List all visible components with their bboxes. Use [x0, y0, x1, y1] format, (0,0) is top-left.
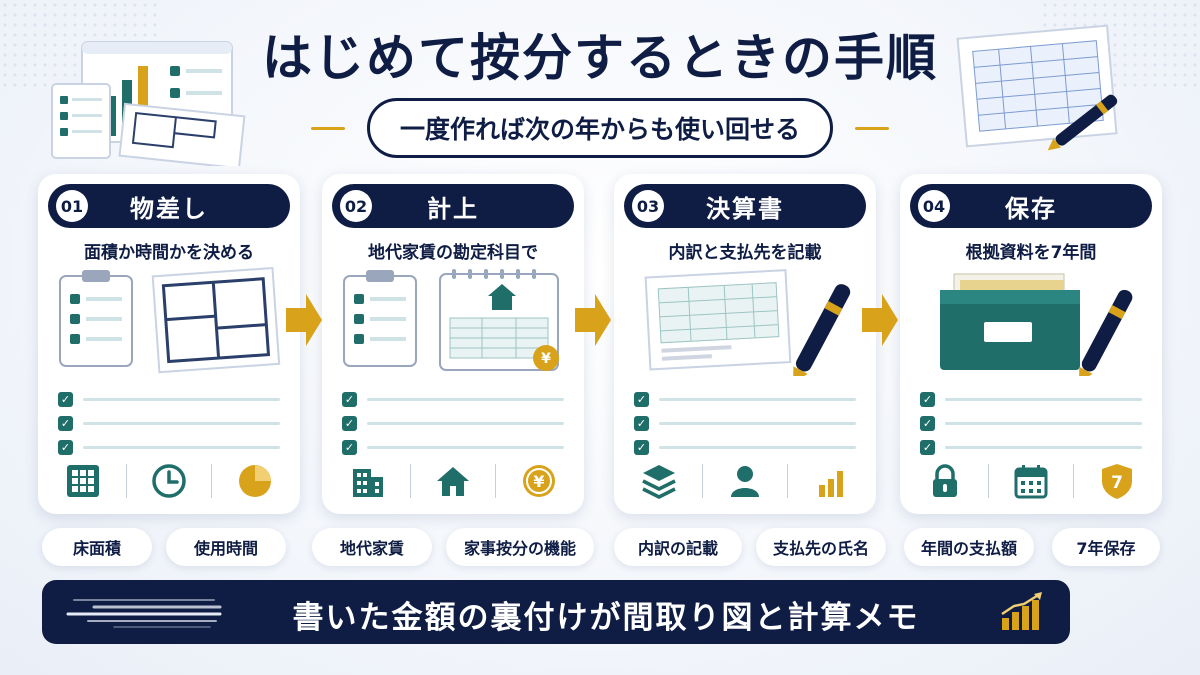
- subtitle: 一度作れば次の年からも使い回せる: [366, 98, 833, 158]
- step-number: 03: [632, 190, 664, 222]
- page-title: はじめて按分するときの手順: [262, 29, 938, 87]
- step-number: 04: [918, 190, 950, 222]
- dashboard-floorplan-illustration: [51, 41, 246, 166]
- checklist: ✓ ✓ ✓: [342, 388, 564, 460]
- keyword-pill: 地代家賃: [312, 528, 432, 566]
- grid-icon: [67, 465, 100, 497]
- step-number: 02: [340, 190, 372, 222]
- subtitle-line-left: [310, 126, 345, 130]
- icon-row: 7: [914, 458, 1148, 504]
- subtitle-row: 一度作れば次の年からも使い回せる: [0, 98, 1200, 158]
- keyword-pill: 7年保存: [1052, 528, 1160, 566]
- lock-icon: [933, 464, 958, 497]
- step-title: 決算書: [706, 194, 784, 223]
- step-title: 計上: [427, 194, 479, 223]
- keyword-pill: 支払先の氏名: [756, 528, 886, 566]
- checklist: ✓ ✓ ✓: [58, 388, 280, 460]
- step-description: 内訳と支払先を記載: [668, 243, 822, 263]
- step-card-4: 04 保存 根拠資料を7年間 ✓ ✓ ✓: [900, 174, 1162, 514]
- check-icon: ✓: [58, 391, 73, 407]
- clipboard-floorplan-illustration: [59, 267, 281, 374]
- arrow-right-icon: [286, 294, 322, 346]
- yen-label: ¥: [533, 472, 544, 491]
- file-box-pen-illustration: [940, 273, 1133, 376]
- step-header: 04 保存: [910, 184, 1152, 228]
- step-header: 02 計上: [332, 184, 574, 228]
- icon-row: [52, 458, 286, 504]
- step-title: 物差し: [130, 194, 208, 223]
- step-description: 根拠資料を7年間: [965, 243, 1097, 263]
- shield-number: 7: [1111, 473, 1123, 493]
- subtitle-line-right: [855, 126, 889, 130]
- check-icon: ✓: [342, 439, 357, 455]
- check-icon: ✓: [634, 415, 649, 431]
- step-card-1: 01 物差し 面積か時間かを決める ✓ ✓ ✓: [38, 174, 300, 514]
- layers-icon: [642, 465, 676, 499]
- step-header: 01 物差し: [48, 184, 290, 228]
- check-icon: ✓: [342, 415, 357, 431]
- icon-row: [628, 458, 862, 504]
- keyword-pill: 内訳の記載: [614, 528, 742, 566]
- check-icon: ✓: [920, 415, 935, 431]
- bar-chart-icon: [818, 471, 843, 497]
- step-number: 01: [56, 190, 88, 222]
- checklist: ✓ ✓ ✓: [634, 388, 856, 460]
- growth-chart-icon: [1001, 592, 1042, 630]
- check-icon: ✓: [634, 391, 649, 407]
- speed-lines-icon: [66, 599, 222, 628]
- arrow-right-icon: [575, 294, 611, 346]
- keyword-pill: 年間の支払額: [904, 528, 1034, 566]
- person-icon: [730, 466, 759, 497]
- keyword-pill: 家事按分の機能: [446, 528, 594, 566]
- clipboard-ledger-illustration: ¥: [343, 269, 559, 371]
- banner-text: 書いた金額の裏付けが間取り図と計算メモ: [292, 600, 920, 636]
- keyword-pill: 使用時間: [166, 528, 286, 566]
- check-icon: ✓: [342, 391, 357, 407]
- yen-label: ¥: [541, 351, 551, 367]
- spreadsheet-pen-illustration: [956, 24, 1118, 151]
- shield-seven-icon: 7: [1101, 464, 1132, 499]
- icon-row: ¥: [336, 458, 570, 504]
- step-card-3: 03 決算書 内訳と支払先を記載 ✓ ✓ ✓: [614, 174, 876, 514]
- pie-chart-icon: [238, 465, 271, 497]
- step-header: 03 決算書: [624, 184, 866, 228]
- check-icon: ✓: [634, 439, 649, 455]
- calendar-icon: [1014, 465, 1048, 499]
- summary-banner: 書いた金額の裏付けが間取り図と計算メモ: [42, 580, 1070, 644]
- check-icon: ✓: [58, 439, 73, 455]
- check-icon: ✓: [58, 415, 73, 431]
- house-icon: [436, 467, 469, 496]
- arrow-right-icon: [862, 294, 898, 346]
- check-icon: ✓: [920, 391, 935, 407]
- step-description: 面積か時間かを決める: [84, 243, 254, 263]
- keyword-pill: 床面積: [42, 528, 152, 566]
- statement-pen-illustration: [644, 269, 851, 376]
- step-card-2: 02 計上 地代家賃の勘定科目で ¥ ✓ ✓ ✓ ¥: [322, 174, 584, 514]
- checklist: ✓ ✓ ✓: [920, 388, 1142, 460]
- check-icon: ✓: [920, 439, 935, 455]
- step-title: 保存: [1005, 194, 1057, 223]
- building-icon: [353, 469, 384, 497]
- step-description: 地代家賃の勘定科目で: [368, 243, 538, 263]
- clock-icon: [152, 464, 186, 498]
- yen-coin-icon: ¥: [522, 465, 555, 497]
